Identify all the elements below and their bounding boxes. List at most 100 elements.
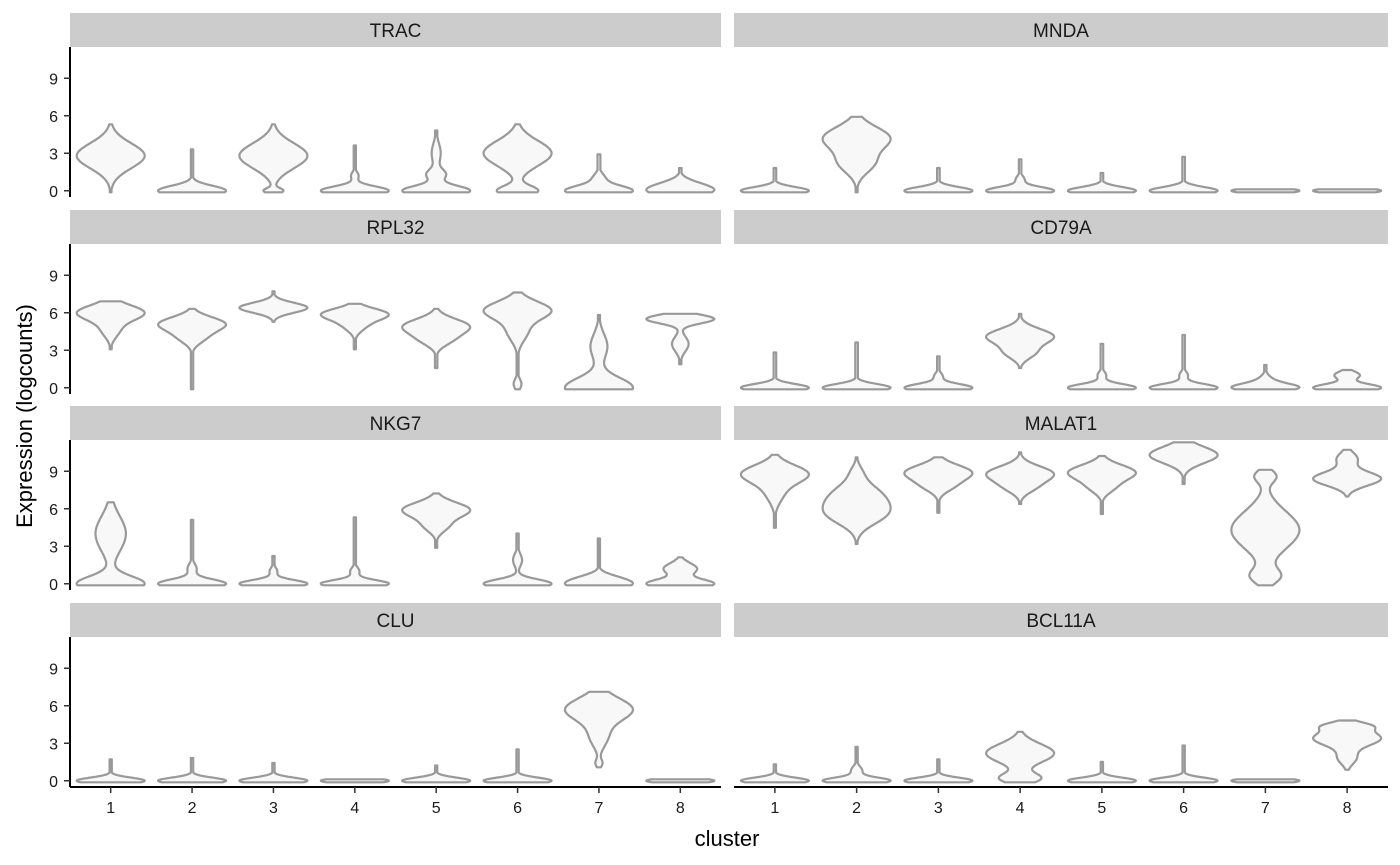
violin-nkg7-cluster-8 — [645, 556, 716, 587]
x-tick-label: 8 — [676, 800, 685, 817]
x-tick-label: 6 — [513, 800, 522, 817]
strip-label-bcl11a: BCL11A — [1026, 611, 1096, 632]
y-tick-label: 6 — [49, 306, 58, 323]
violin-bcl11a-cluster-1 — [739, 763, 810, 784]
y-tick-label: 0 — [49, 184, 58, 201]
strip-label-malat1: MALAT1 — [1025, 414, 1098, 435]
violin-rpl32-cluster-8 — [645, 312, 716, 366]
violin-mnda-cluster-1 — [739, 166, 810, 194]
x-tick-label: 5 — [432, 800, 441, 817]
strip-mnda — [734, 13, 1388, 47]
y-tick-label: 3 — [49, 146, 58, 163]
y-tick-label: 9 — [49, 464, 58, 481]
x-tick-label: 1 — [770, 800, 779, 817]
violin-trac-cluster-5 — [401, 129, 472, 194]
violin-clu-cluster-2 — [157, 756, 228, 784]
y-tick-label: 6 — [49, 502, 58, 519]
panel-cd79a: CD79A — [734, 210, 1388, 391]
facet-panels: TRAC0369MNDARPL320369CD79ANKG70369MALAT1… — [49, 13, 1388, 817]
y-axis-title: Expression (logcounts) — [12, 304, 37, 528]
y-tick-label: 3 — [49, 539, 58, 556]
strip-label-cd79a: CD79A — [1030, 218, 1092, 239]
violin-mnda-cluster-8 — [1312, 188, 1383, 194]
violin-malat1-cluster-7 — [1230, 468, 1301, 587]
x-tick-label: 1 — [106, 800, 115, 817]
strip-cd79a — [734, 210, 1388, 244]
violin-rpl32-cluster-1 — [75, 300, 146, 351]
x-tick-label: 7 — [1261, 800, 1270, 817]
x-tick-label: 8 — [1343, 800, 1352, 817]
strip-malat1 — [734, 406, 1388, 440]
x-tick-label: 4 — [350, 800, 359, 817]
strip-nkg7 — [70, 406, 721, 440]
violin-nkg7-cluster-3 — [238, 554, 309, 587]
x-tick-label: 6 — [1179, 800, 1188, 817]
y-tick-label: 9 — [49, 661, 58, 678]
x-tick-label: 4 — [1016, 800, 1025, 817]
strip-label-mnda: MNDA — [1033, 21, 1089, 42]
y-tick-label: 9 — [49, 268, 58, 285]
violin-rpl32-cluster-6 — [482, 291, 553, 391]
violin-trac-cluster-6 — [482, 123, 553, 194]
violin-cd79a-cluster-3 — [903, 355, 974, 391]
y-tick-label: 0 — [49, 381, 58, 398]
violin-bcl11a-cluster-4 — [985, 730, 1056, 784]
y-tick-label: 0 — [49, 774, 58, 791]
violin-malat1-cluster-1 — [739, 453, 810, 529]
violin-bcl11a-cluster-8 — [1312, 719, 1383, 771]
violin-malat1-cluster-3 — [903, 456, 974, 514]
violin-cd79a-cluster-4 — [985, 312, 1056, 370]
violin-nkg7-cluster-7 — [563, 537, 634, 587]
violin-cd79a-cluster-5 — [1066, 342, 1137, 391]
violin-malat1-cluster-6 — [1148, 441, 1219, 486]
violin-bcl11a-cluster-5 — [1066, 760, 1137, 784]
violin-clu-cluster-6 — [482, 748, 553, 784]
violin-trac-cluster-4 — [319, 144, 390, 194]
y-tick-label: 6 — [49, 109, 58, 126]
strip-bcl11a — [734, 603, 1388, 637]
violin-mnda-cluster-7 — [1230, 188, 1301, 194]
strip-clu — [70, 603, 721, 637]
y-tick-label: 6 — [49, 699, 58, 716]
panel-malat1: MALAT1 — [734, 406, 1388, 587]
violin-malat1-cluster-2 — [821, 456, 892, 546]
x-tick-label: 5 — [1097, 800, 1106, 817]
violin-bcl11a-cluster-2 — [821, 745, 892, 784]
violin-malat1-cluster-4 — [985, 451, 1056, 506]
violin-mnda-cluster-5 — [1066, 171, 1137, 194]
violin-clu-cluster-4 — [319, 778, 390, 784]
violin-cd79a-cluster-8 — [1312, 368, 1383, 391]
violin-trac-cluster-8 — [645, 166, 716, 194]
x-tick-label: 2 — [188, 800, 197, 817]
violin-cd79a-cluster-1 — [739, 351, 810, 391]
x-tick-label: 7 — [594, 800, 603, 817]
violin-clu-cluster-8 — [645, 778, 716, 784]
violin-nkg7-cluster-4 — [319, 516, 390, 587]
violin-rpl32-cluster-4 — [319, 302, 390, 351]
violin-trac-cluster-7 — [563, 153, 634, 194]
violin-mnda-cluster-4 — [985, 158, 1056, 194]
violin-cd79a-cluster-7 — [1230, 363, 1301, 391]
violin-clu-cluster-3 — [238, 761, 309, 784]
violin-nkg7-cluster-2 — [157, 518, 228, 587]
y-tick-label: 3 — [49, 736, 58, 753]
violin-nkg7-cluster-1 — [75, 501, 146, 587]
y-tick-label: 0 — [49, 577, 58, 594]
strip-trac — [70, 13, 721, 47]
x-tick-label: 3 — [934, 800, 943, 817]
violin-nkg7-cluster-6 — [482, 532, 553, 587]
strip-label-rpl32: RPL32 — [366, 218, 424, 239]
violin-nkg7-cluster-5 — [401, 492, 472, 549]
violin-rpl32-cluster-5 — [401, 307, 472, 370]
strip-rpl32 — [70, 210, 721, 244]
y-tick-label: 9 — [49, 71, 58, 88]
strip-label-clu: CLU — [376, 611, 414, 632]
violin-clu-cluster-1 — [75, 758, 146, 784]
strip-label-trac: TRAC — [370, 21, 422, 42]
panel-trac: TRAC 0 3 6 9 — [49, 13, 721, 201]
violin-mnda-cluster-3 — [903, 166, 974, 194]
